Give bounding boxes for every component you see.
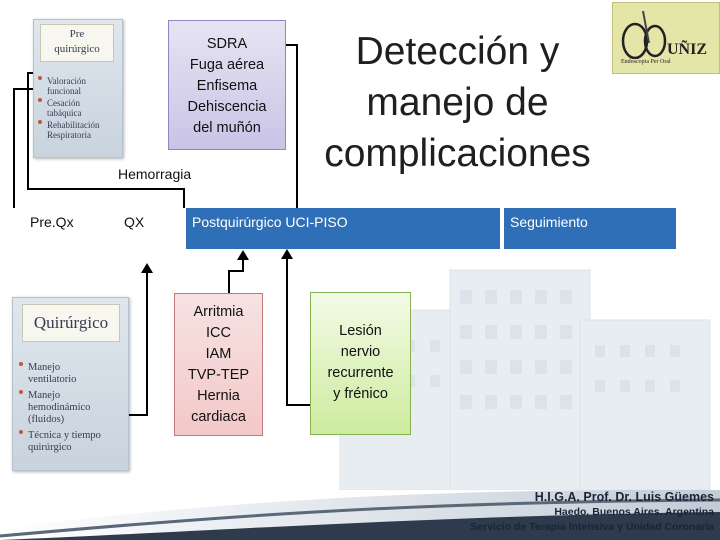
complication-line: Fuga aérea — [189, 57, 265, 73]
list-item-line: hemodinámico — [28, 402, 91, 413]
complication-line: ICC — [206, 325, 231, 341]
connector-nerve-vertical — [286, 258, 288, 406]
connector-respiratory-down — [296, 44, 298, 208]
timeline-preqx-label: Pre.Qx — [30, 214, 74, 230]
connector-preqx-horizontal — [13, 88, 33, 90]
connector-intraop-horizontal — [127, 414, 148, 416]
timeline-postop-bar: Postquirúrgico UCI-PISO — [186, 208, 500, 249]
complication-line: SDRA — [206, 36, 248, 52]
complication-line: Lesión — [339, 323, 382, 339]
connector-qx-vertical — [27, 72, 29, 190]
complication-line: Enfisema — [196, 78, 258, 94]
list-item: Técnica y tiempo quirúrgico — [19, 430, 101, 454]
complication-line: Dehiscencia — [187, 99, 267, 115]
list-item: Manejo hemodinámico (fluidos) — [19, 390, 101, 426]
arrow-up-icon — [281, 249, 293, 259]
preop-title-line-2: quirúrgico — [54, 43, 100, 55]
list-item-line: ventilatorio — [28, 374, 77, 385]
list-item-line: funcional — [47, 86, 81, 96]
connector-cardiac-vertical-high — [242, 260, 244, 272]
connector-cardiac-horizontal — [228, 270, 244, 272]
complication-line: Arritmia — [193, 304, 244, 320]
connector-intraop-vertical — [146, 272, 148, 416]
list-item-line: tabáquica — [47, 108, 82, 118]
connector-nerve-horizontal — [286, 404, 310, 406]
intraop-item-list: Manejo ventilatorio Manejo hemodinámico … — [19, 362, 101, 454]
list-item: Manejo ventilatorio — [19, 362, 101, 386]
logo-name: UÑIZ — [667, 41, 708, 58]
cardiac-complications-box: Arritmia ICC IAM TVP-TEP Hernia cardiaca — [174, 293, 263, 436]
connector-cardiac-vertical-low — [228, 270, 230, 293]
footer-line-1: H.I.G.A. Prof. Dr. Luis Güemes — [534, 490, 714, 504]
preop-thumbnail: Pre quirúrgico Valoración funcional Cesa… — [33, 19, 123, 158]
complication-line: IAM — [205, 346, 232, 362]
preop-thumbnail-title: Pre quirúrgico — [40, 24, 114, 62]
list-item-line: Manejo — [28, 390, 61, 401]
timeline-qx-label: QX — [124, 214, 145, 230]
title-line-1: Detección y — [355, 30, 560, 73]
list-item-line: Respiratoria — [47, 130, 91, 140]
list-item: Valoración funcional — [38, 76, 99, 96]
footer-wave — [0, 489, 720, 540]
list-item-line: Manejo — [28, 362, 61, 373]
logo: UÑIZ Endoscopia Per Oral — [612, 2, 720, 74]
complication-line: nervio — [340, 344, 381, 360]
respiratory-complications-box: SDRA Fuga aérea Enfisema Dehiscencia del… — [168, 20, 286, 150]
intraop-thumbnail: Quirúrgico Manejo ventilatorio Manejo he… — [12, 297, 129, 471]
list-item-line: Valoración — [47, 76, 86, 86]
complication-line: Hernia — [197, 388, 240, 404]
list-item-line: Rehabilitación — [47, 120, 100, 130]
endoscope-logo-icon — [621, 10, 667, 59]
complication-line: TVP-TEP — [187, 367, 250, 383]
complication-line: del muñón — [193, 120, 261, 136]
intraop-thumbnail-title: Quirúrgico — [22, 304, 120, 342]
arrow-up-icon — [237, 250, 249, 260]
nerve-injury-box: Lesión nervio recurrente y frénico — [310, 292, 411, 435]
complication-line: cardiaca — [191, 409, 246, 425]
connector-respiratory-right — [286, 44, 298, 46]
title-line-2: manejo de — [366, 81, 549, 124]
list-item-line: quirúrgico — [28, 442, 72, 453]
logo-subtitle: Endoscopia Per Oral — [621, 59, 671, 65]
preop-item-list: Valoración funcional Cesación tabáquica … — [38, 76, 99, 140]
connector-qx-horizontal-bottom — [27, 188, 185, 190]
preop-title-line-1: Pre — [69, 28, 85, 40]
hospital-building-background — [339, 269, 711, 490]
timeline-followup-bar: Seguimiento — [504, 208, 676, 249]
title-line-3: complicaciones — [324, 132, 591, 175]
list-item: Cesación tabáquica — [38, 98, 99, 118]
footer-line-3: Servicio de Terapia Intensiva y Unidad C… — [470, 521, 714, 533]
connector-preqx-vertical — [13, 88, 15, 208]
list-item-line: (fluidos) — [28, 414, 65, 425]
arrow-up-icon — [141, 263, 153, 273]
list-item: Rehabilitación Respiratoria — [38, 120, 99, 140]
list-item-line: Técnica y tiempo — [28, 430, 101, 441]
timeline-postop-label: Postquirúrgico UCI-PISO — [192, 214, 348, 230]
list-item-line: Cesación — [47, 98, 80, 108]
connector-qx-horizontal-top — [27, 72, 33, 74]
connector-qx-right-vertical — [183, 188, 185, 208]
slide-title: Detección y manejo de complicaciones — [305, 26, 610, 179]
hemorrhage-label: Hemorragia — [118, 166, 192, 182]
complication-line: recurrente — [327, 365, 394, 381]
complication-line: y frénico — [333, 386, 388, 402]
timeline-followup-label: Seguimiento — [510, 214, 588, 230]
footer-line-2: Haedo. Buenos Aires. Argentina — [554, 506, 714, 518]
